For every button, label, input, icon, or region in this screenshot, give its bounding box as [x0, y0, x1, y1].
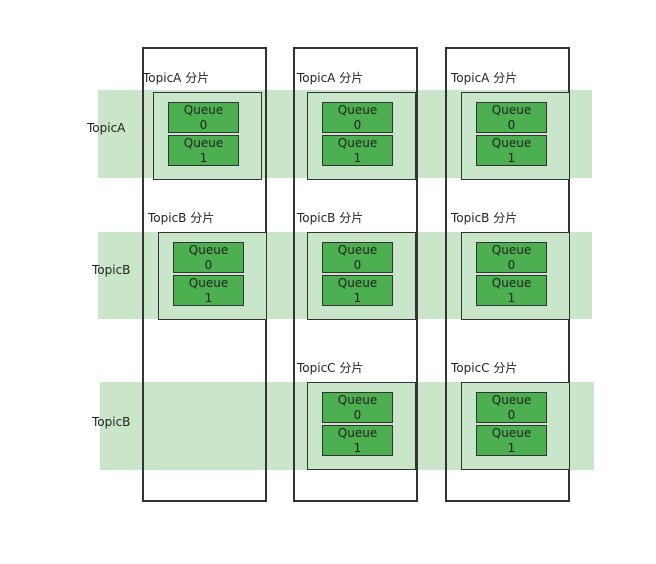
queue-name: Queue — [337, 242, 378, 257]
queue-name: Queue — [337, 425, 378, 440]
row-label-topic-c: TopicB — [92, 415, 131, 429]
queue-id: 1 — [507, 150, 516, 165]
queue-box: Queue 1 — [173, 275, 244, 306]
queue-id: 0 — [507, 257, 516, 272]
queue-id: 0 — [353, 117, 362, 132]
queue-name: Queue — [337, 275, 378, 290]
queue-id: 0 — [204, 257, 213, 272]
topic-shard: Queue 0 Queue 1 — [307, 382, 416, 470]
queue-id: 0 — [507, 407, 516, 422]
queue-box: Queue 0 — [322, 102, 393, 133]
queue-box: Queue 0 — [476, 392, 547, 423]
queue-box: Queue 1 — [476, 425, 547, 456]
shard-label: TopicA 分片 — [297, 71, 364, 85]
queue-id: 0 — [353, 407, 362, 422]
queue-id: 0 — [199, 117, 208, 132]
queue-box: Queue 1 — [322, 135, 393, 166]
shard-label: TopicA 分片 — [143, 71, 210, 85]
shard-label: TopicB 分片 — [297, 211, 364, 225]
queue-name: Queue — [337, 392, 378, 407]
queue-id: 0 — [353, 257, 362, 272]
queue-name: Queue — [188, 275, 229, 290]
queue-name: Queue — [491, 275, 532, 290]
shard-label: TopicB 分片 — [451, 211, 518, 225]
queue-name: Queue — [183, 135, 224, 150]
queue-name: Queue — [183, 102, 224, 117]
queue-box: Queue 1 — [168, 135, 239, 166]
shard-label: TopicB 分片 — [148, 211, 215, 225]
topic-shard: Queue 0 Queue 1 — [153, 92, 262, 180]
queue-name: Queue — [188, 242, 229, 257]
queue-box: Queue 0 — [173, 242, 244, 273]
queue-box: Queue 1 — [476, 275, 547, 306]
queue-id: 1 — [507, 290, 516, 305]
queue-name: Queue — [337, 102, 378, 117]
queue-id: 1 — [353, 290, 362, 305]
queue-name: Queue — [491, 102, 532, 117]
queue-box: Queue 1 — [476, 135, 547, 166]
topic-shard: Queue 0 Queue 1 — [461, 232, 570, 320]
queue-box: Queue 1 — [322, 275, 393, 306]
topic-shard: Queue 0 Queue 1 — [307, 232, 416, 320]
queue-id: 1 — [353, 440, 362, 455]
row-label-topic-b: TopicB — [92, 263, 131, 277]
topic-shard: Queue 0 Queue 1 — [158, 232, 267, 320]
queue-box: Queue 0 — [322, 242, 393, 273]
topic-shard: Queue 0 Queue 1 — [307, 92, 416, 180]
queue-name: Queue — [491, 242, 532, 257]
shard-label: TopicC 分片 — [451, 361, 518, 375]
queue-id: 1 — [204, 290, 213, 305]
queue-id: 1 — [353, 150, 362, 165]
queue-name: Queue — [491, 135, 532, 150]
queue-name: Queue — [491, 425, 532, 440]
queue-box: Queue 1 — [322, 425, 393, 456]
topic-shard: Queue 0 Queue 1 — [461, 92, 570, 180]
queue-box: Queue 0 — [168, 102, 239, 133]
queue-id: 1 — [199, 150, 208, 165]
shard-label: TopicC 分片 — [297, 361, 364, 375]
queue-id: 0 — [507, 117, 516, 132]
queue-id: 1 — [507, 440, 516, 455]
broker-2 — [293, 47, 418, 502]
queue-name: Queue — [337, 135, 378, 150]
shard-label: TopicA 分片 — [451, 71, 518, 85]
queue-box: Queue 0 — [476, 102, 547, 133]
queue-box: Queue 0 — [476, 242, 547, 273]
row-label-topic-a: TopicA — [87, 121, 126, 135]
queue-name: Queue — [491, 392, 532, 407]
queue-box: Queue 0 — [322, 392, 393, 423]
topic-shard: Queue 0 Queue 1 — [461, 382, 570, 470]
